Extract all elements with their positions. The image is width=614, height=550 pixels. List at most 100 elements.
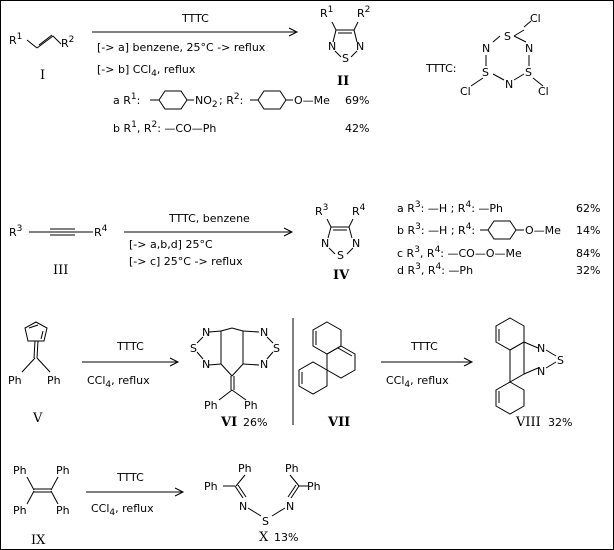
compound-VII-label: VII <box>327 415 350 430</box>
variant-a-yield: 62% <box>576 202 600 215</box>
bond <box>545 349 557 357</box>
bond <box>21 357 36 373</box>
atom-Cl: Cl <box>460 85 471 98</box>
atom-N: N <box>239 500 247 513</box>
bond <box>353 21 359 31</box>
phenyl-label: Ph <box>8 374 22 387</box>
bond <box>326 218 332 228</box>
ring-N: N <box>356 40 364 53</box>
phenyl-label: Ph <box>13 504 27 517</box>
ring-S: S <box>190 342 197 355</box>
sulfur-diimide-X-structure: Ph Ph Ph Ph N N S <box>204 462 321 528</box>
arrow-head <box>169 357 180 367</box>
cyclopentadiene-ring <box>24 321 48 342</box>
ring-N: N <box>537 365 545 378</box>
atom-N: N <box>286 500 294 513</box>
atom-S: S <box>504 30 511 43</box>
ring-S: S <box>342 52 349 65</box>
condition-abd: [-> a,b,d] 25°C <box>129 238 213 251</box>
ring-S: S <box>337 249 344 262</box>
compound-X-label: X <box>259 530 269 545</box>
r3-label: R3 <box>9 224 22 239</box>
condition-b: [-> b] CCl4, reflux <box>97 63 196 79</box>
variant-d: d R3, R4: —Ph <box>397 262 473 277</box>
variant-c-yield: 84% <box>576 247 600 260</box>
fulvene-V-structure: Ph Ph <box>8 321 61 387</box>
phenyl-label: Ph <box>56 504 70 517</box>
double-bond <box>36 35 54 49</box>
ring-N: N <box>352 237 360 250</box>
ring-bond <box>327 226 332 239</box>
reagent-TTTC: TTTC <box>116 471 144 484</box>
bond <box>266 351 274 360</box>
bond <box>242 363 260 366</box>
bond <box>289 474 300 487</box>
phenyl-label: Ph <box>238 462 252 475</box>
atom-N: N <box>505 78 513 91</box>
phenyl-label: Ph <box>307 480 321 493</box>
bond <box>513 35 527 43</box>
double-bond <box>234 485 244 499</box>
r1-label: R1 <box>9 32 22 47</box>
compound-IX-label: IX <box>31 533 46 548</box>
bond <box>470 77 484 87</box>
double-bond-inner <box>38 34 53 46</box>
bond <box>208 363 222 366</box>
bond <box>208 330 222 333</box>
compound-II-label: II <box>337 74 349 89</box>
arrow-head <box>463 357 474 367</box>
inner-bond <box>337 347 353 357</box>
bond <box>231 363 244 377</box>
aromatic-ring <box>326 345 356 379</box>
ring-double-bond <box>40 330 44 340</box>
atom-S: S <box>482 66 489 79</box>
exocyclic-double-bond <box>33 340 36 359</box>
exocyclic-double-bond <box>36 340 39 359</box>
bond <box>26 490 35 505</box>
phenyl-label: Ph <box>56 464 70 477</box>
scheme-4: VII TTTC CCl4, reflux N N S VIII 32% <box>298 317 572 430</box>
atom-N: N <box>525 42 533 55</box>
bond <box>218 389 233 401</box>
benzene-ring <box>158 90 188 110</box>
phenyl-label: Ph <box>47 374 61 387</box>
ring-N: N <box>321 237 329 250</box>
reagent-TTTC: TTTC <box>181 12 209 25</box>
ring-bond <box>350 50 358 58</box>
r4-label: R4 <box>94 224 108 239</box>
condition-text: CCl4, reflux <box>386 374 449 390</box>
ring-N: N <box>260 326 268 339</box>
ring-N: N <box>260 358 268 371</box>
phenanthrothiadiazole-VIII-structure: N N S <box>495 317 564 415</box>
bond <box>196 351 204 360</box>
ring-bond <box>328 247 336 255</box>
double-bond <box>237 484 247 498</box>
aromatic-ring <box>298 361 328 395</box>
r2-label: R2 <box>357 5 370 20</box>
ring-double-bond <box>28 324 39 329</box>
condition-a: [-> a] benzene, 25°C -> reflux <box>97 41 266 54</box>
compound-III-label: III <box>53 263 68 278</box>
phenyl-label: Ph <box>285 462 299 475</box>
bond <box>492 35 501 43</box>
r4-label: R4 <box>352 203 366 218</box>
bond <box>26 39 38 49</box>
atom-Cl: Cl <box>530 12 541 25</box>
bond <box>196 336 204 344</box>
variant-c: c R3, R4: —CO—O—Me <box>397 245 522 260</box>
bond <box>50 490 59 505</box>
compound-I-label: I <box>40 68 45 83</box>
nitro-group: NO2 <box>195 94 218 110</box>
variant-d-yield: 32% <box>576 264 600 277</box>
condition-top: TTTC, benzene <box>168 212 250 225</box>
condition-text: CCl4, reflux <box>91 502 154 518</box>
variant-b: b R3: —H ; R4: <box>397 222 475 237</box>
variant-a-r2: ; R2: <box>219 92 243 107</box>
alkene-I-structure: R1 R2 <box>9 32 74 50</box>
alkyne-III-structure: R3 R4 <box>9 224 108 239</box>
methoxy-group: O—Me <box>294 94 330 107</box>
atom-N: N <box>482 42 490 55</box>
bond <box>220 327 233 332</box>
ring-bond <box>332 29 337 43</box>
